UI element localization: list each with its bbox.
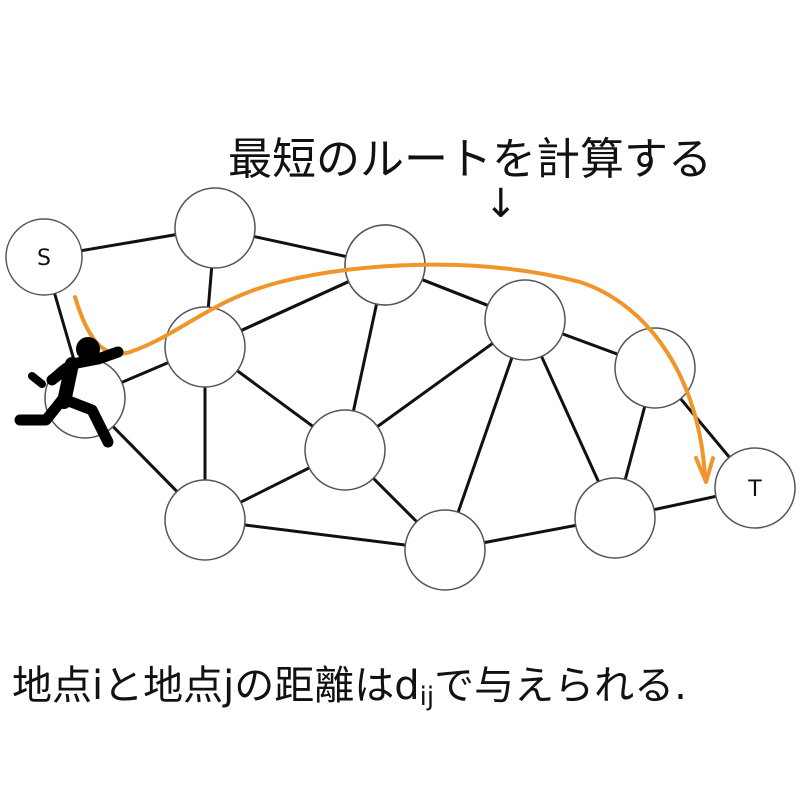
node-label: S xyxy=(37,246,51,271)
node-circle xyxy=(574,477,656,559)
graph-node-n1 xyxy=(174,187,256,269)
distance-caption: 地点iと地点jの距離はdijで与えられる. xyxy=(12,656,687,727)
running-person-icon xyxy=(14,337,124,448)
node-circle xyxy=(304,409,386,491)
node-circle xyxy=(714,447,796,529)
node-circle xyxy=(484,279,566,361)
graph-node-n9 xyxy=(404,509,486,591)
graph-node-n11 xyxy=(614,327,696,409)
caption-subscript: ij xyxy=(419,682,435,712)
node-circle xyxy=(5,218,83,296)
route-arrowhead xyxy=(694,456,715,484)
shortest-route-path xyxy=(73,262,707,480)
graph-node-n8 xyxy=(304,409,386,491)
node-circle xyxy=(164,306,246,388)
node-circle xyxy=(614,327,696,409)
graph-node-n6 xyxy=(484,279,566,361)
node-circle xyxy=(404,509,486,591)
node-circle xyxy=(174,187,256,269)
graph-node-s: S xyxy=(5,218,83,296)
graph-node-n7 xyxy=(164,479,246,561)
graph-nodes: ST xyxy=(5,187,796,591)
caption-prefix: 地点iと地点jの距離はd xyxy=(12,663,420,709)
node-label: T xyxy=(747,477,762,502)
node-circle xyxy=(164,479,246,561)
caption-suffix: で与えられる. xyxy=(434,663,687,709)
graph-node-t: T xyxy=(714,447,796,529)
graph-node-n4 xyxy=(164,306,246,388)
down-arrow-icon: ↓ xyxy=(484,181,518,227)
diagram-heading: 最短のルートを計算する xyxy=(228,134,712,185)
graph-node-n10 xyxy=(574,477,656,559)
